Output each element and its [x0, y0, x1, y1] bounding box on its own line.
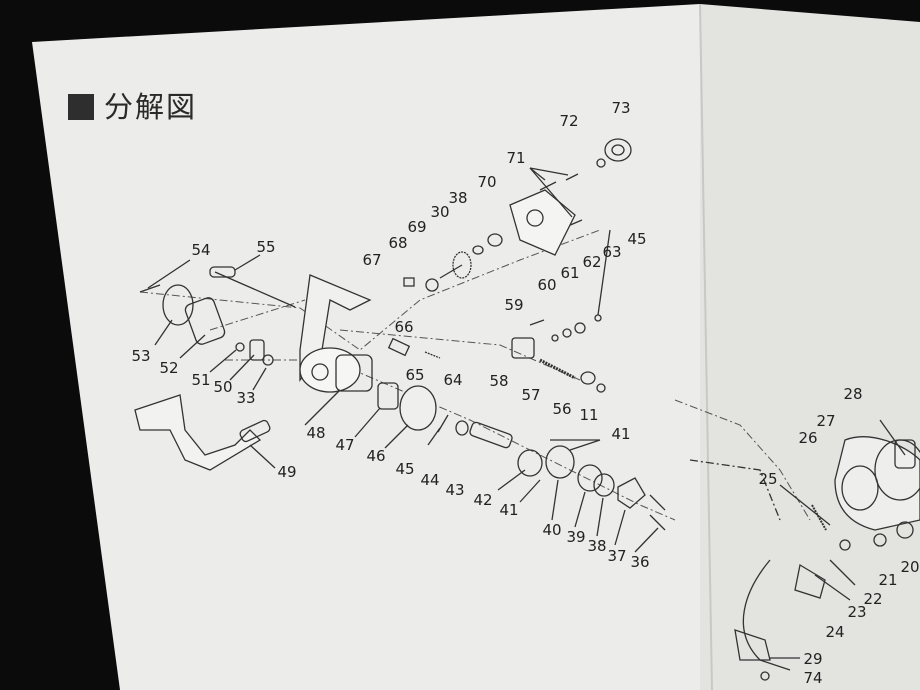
- part-label-73: 73: [611, 99, 631, 117]
- part-label-43: 43: [445, 481, 465, 499]
- part-label-66: 66: [394, 318, 414, 336]
- part-label-24: 24: [825, 623, 845, 641]
- part-label-71: 71: [506, 149, 526, 167]
- part-label-28: 28: [843, 385, 863, 403]
- part-label-59: 59: [504, 296, 524, 314]
- title-square-icon: [68, 94, 94, 120]
- part-label-64: 64: [443, 371, 463, 389]
- part-label-51: 51: [191, 371, 211, 389]
- part-label-70: 70: [477, 173, 497, 191]
- right-page-drawing: [689, 419, 920, 681]
- part-label-40: 40: [542, 521, 562, 539]
- part-label-41: 41: [611, 425, 631, 443]
- part-label-56: 56: [552, 400, 572, 418]
- part-label-72: 72: [559, 112, 579, 130]
- part-label-74: 74: [803, 669, 823, 687]
- part-label-23: 23: [847, 603, 867, 621]
- part-label-41: 41: [499, 501, 519, 519]
- part-label-26: 26: [798, 429, 818, 447]
- part-label-33: 33: [236, 389, 256, 407]
- part-label-54: 54: [191, 241, 211, 259]
- part-label-36: 36: [630, 553, 650, 571]
- part-label-48: 48: [306, 424, 326, 442]
- part-label-37: 37: [607, 547, 627, 565]
- part-label-29: 29: [803, 650, 823, 668]
- part-label-20: 20: [900, 558, 920, 576]
- part-label-49: 49: [277, 463, 297, 481]
- part-label-52: 52: [159, 359, 179, 377]
- part-label-58: 58: [489, 372, 509, 390]
- part-label-45: 45: [627, 230, 647, 248]
- page-fold: [699, 3, 713, 690]
- part-label-21: 21: [878, 571, 898, 589]
- part-label-47: 47: [335, 436, 355, 454]
- left-sheet: [32, 4, 700, 690]
- part-label-38: 38: [587, 537, 607, 555]
- part-label-68: 68: [388, 234, 408, 252]
- part-label-22: 22: [863, 590, 883, 608]
- part-label-55: 55: [256, 238, 276, 256]
- part-label-50: 50: [213, 378, 233, 396]
- part-label-45: 45: [395, 460, 415, 478]
- part-label-30: 30: [430, 203, 450, 221]
- part-label-53: 53: [131, 347, 151, 365]
- part-label-38: 38: [448, 189, 468, 207]
- part-label-27: 27: [816, 412, 836, 430]
- page-title-text: 分解図: [104, 90, 198, 124]
- part-label-60: 60: [537, 276, 557, 294]
- part-label-65: 65: [405, 366, 425, 384]
- part-label-62: 62: [582, 253, 602, 271]
- part-label-44: 44: [420, 471, 440, 489]
- part-label-57: 57: [521, 386, 541, 404]
- part-label-39: 39: [566, 528, 586, 546]
- part-label-67: 67: [362, 251, 382, 269]
- part-label-42: 42: [473, 491, 493, 509]
- parts-drawing: [134, 138, 666, 553]
- page-title: 分解図: [68, 84, 197, 126]
- part-label-11: 11: [579, 406, 599, 424]
- part-label-46: 46: [366, 447, 386, 465]
- part-label-25: 25: [758, 470, 778, 488]
- part-label-69: 69: [407, 218, 427, 236]
- part-label-61: 61: [560, 264, 580, 282]
- part-label-63: 63: [602, 243, 622, 261]
